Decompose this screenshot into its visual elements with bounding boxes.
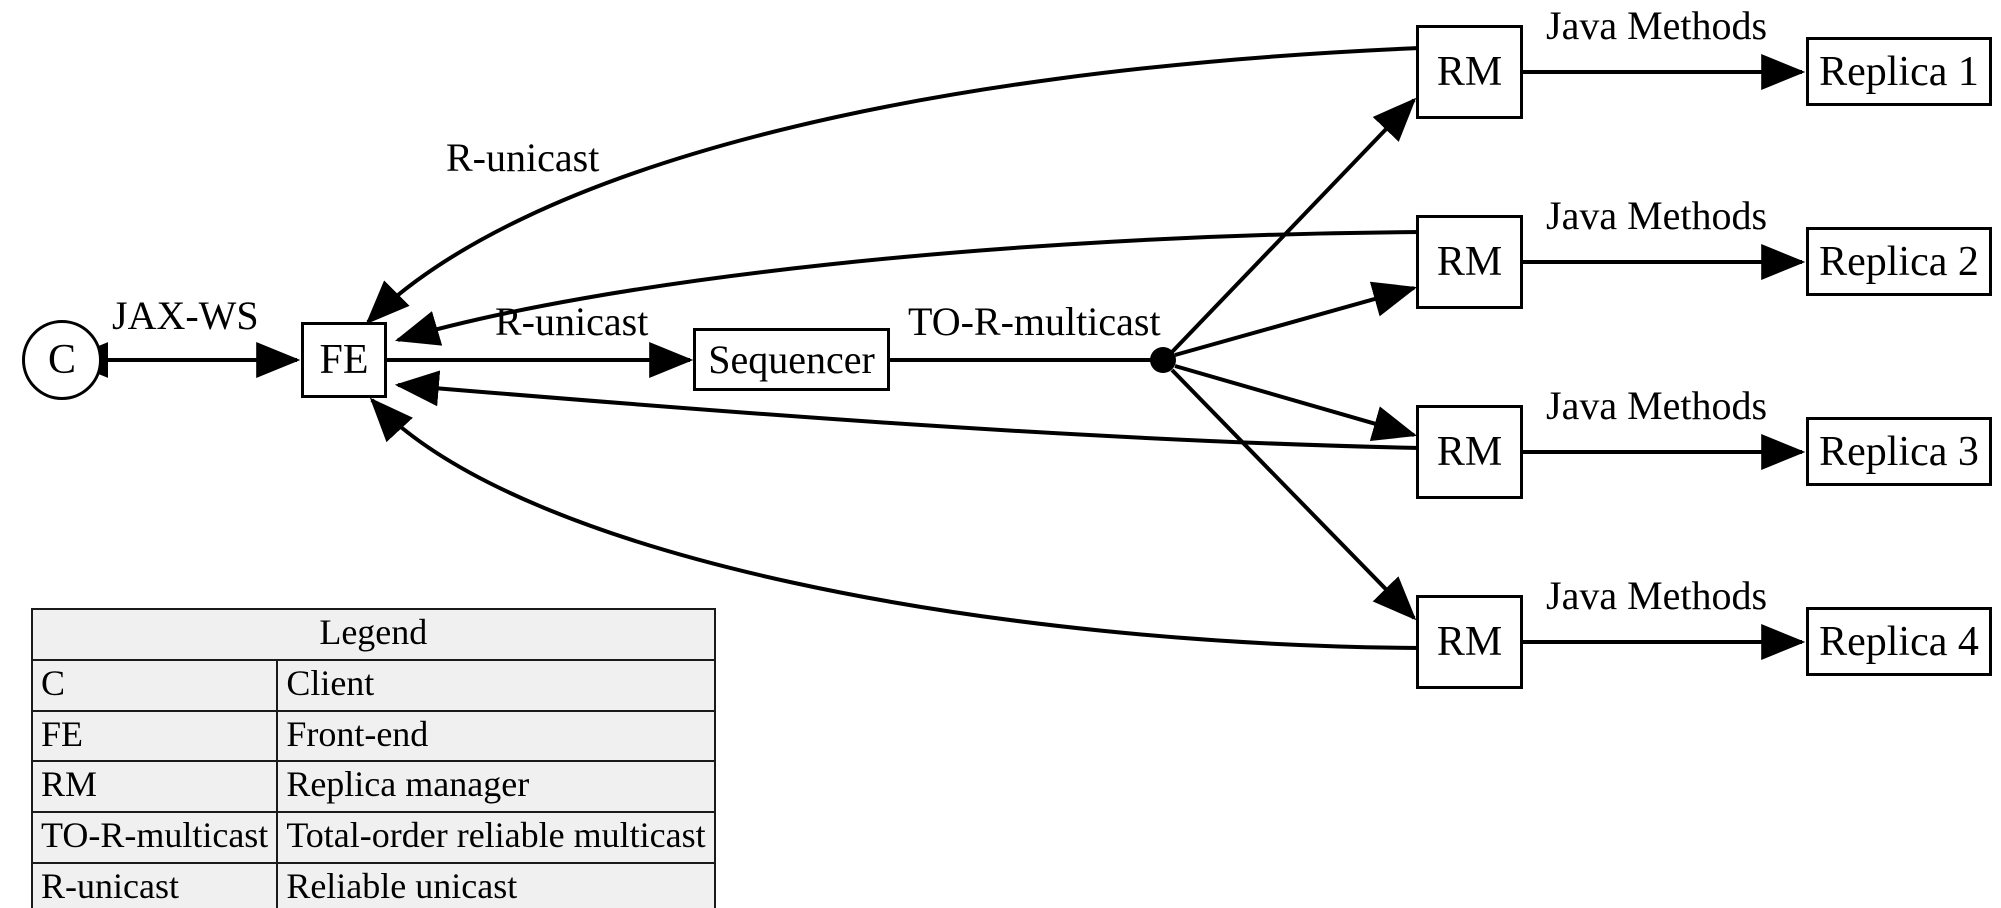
legend-key: C bbox=[30, 658, 279, 712]
replica-manager-1[interactable]: RM bbox=[1416, 25, 1523, 119]
replica-manager-3-label: RM bbox=[1436, 429, 1503, 475]
legend-value: Total-order reliable multicast bbox=[276, 811, 716, 864]
edge-junction-rm-3 bbox=[1174, 364, 1418, 441]
legend-value: Front-end bbox=[276, 709, 716, 763]
legend-value: Client bbox=[276, 658, 716, 712]
frontend-node-label: FE bbox=[319, 337, 369, 383]
legend-title: Legend bbox=[31, 608, 716, 661]
replica-2[interactable]: Replica 2 bbox=[1806, 227, 1992, 296]
edge-junction-rm-2 bbox=[1174, 281, 1418, 357]
edge-label-java-methods-4: Java Methods bbox=[1546, 573, 1768, 618]
replica-3[interactable]: Replica 3 bbox=[1806, 417, 1992, 486]
replica-1[interactable]: Replica 1 bbox=[1806, 37, 1992, 106]
edge-label-java-methods-1: Java Methods bbox=[1546, 3, 1768, 48]
edge-label-r-unicast-top: R-unicast bbox=[446, 135, 600, 180]
sequencer-node-label: Sequencer bbox=[708, 336, 875, 382]
sequencer-node[interactable]: Sequencer bbox=[693, 328, 890, 391]
edge-junction-rm-1 bbox=[1170, 97, 1417, 354]
replica-manager-2[interactable]: RM bbox=[1416, 215, 1523, 309]
frontend-node[interactable]: FE bbox=[301, 322, 387, 398]
legend-row: FE Front-end bbox=[30, 709, 716, 763]
legend-row: RM Replica manager bbox=[30, 760, 716, 814]
edge-label-jax-ws: JAX-WS bbox=[112, 293, 259, 338]
replica-4[interactable]: Replica 4 bbox=[1806, 607, 1992, 676]
client-node[interactable]: C bbox=[22, 320, 102, 400]
replica-1-label: Replica 1 bbox=[1819, 48, 1979, 95]
legend-row: R-unicast Reliable unicast bbox=[30, 861, 716, 908]
replica-manager-4-label: RM bbox=[1436, 619, 1503, 665]
legend-key: RM bbox=[30, 760, 279, 814]
edge-label-to-r-multicast: TO-R-multicast bbox=[908, 299, 1161, 344]
legend-key: R-unicast bbox=[30, 861, 279, 908]
client-node-label: C bbox=[47, 337, 76, 383]
edge-rm1-frontend-runicast bbox=[365, 46, 1421, 325]
legend-key: TO-R-multicast bbox=[30, 811, 279, 864]
replica-4-label: Replica 4 bbox=[1819, 618, 1979, 665]
legend-row: TO-R-multicast Total-order reliable mult… bbox=[30, 811, 716, 864]
legend-table: Legend C Client FE Front-end RM Replica … bbox=[30, 608, 716, 908]
replica-2-label: Replica 2 bbox=[1819, 238, 1979, 285]
replica-manager-3[interactable]: RM bbox=[1416, 405, 1523, 499]
edge-rm4-frontend-runicast bbox=[369, 397, 1421, 650]
edge-junction-rm-4 bbox=[1170, 368, 1417, 621]
edge-label-java-methods-3: Java Methods bbox=[1546, 383, 1768, 428]
multicast-junction-dot bbox=[1150, 347, 1176, 373]
replica-manager-2-label: RM bbox=[1436, 239, 1503, 285]
legend-key: FE bbox=[30, 709, 279, 763]
legend-value: Replica manager bbox=[276, 760, 716, 814]
edge-label-r-unicast-frontend-sequencer: R-unicast bbox=[495, 299, 649, 344]
legend-title-row: Legend bbox=[31, 608, 716, 661]
edge-rm3-frontend-runicast bbox=[394, 370, 1421, 450]
replica-manager-1-label: RM bbox=[1436, 49, 1503, 95]
legend-value: Reliable unicast bbox=[276, 861, 716, 908]
edge-rm2-frontend-runicast bbox=[394, 230, 1421, 346]
edge-label-java-methods-2: Java Methods bbox=[1546, 193, 1768, 238]
legend-row: C Client bbox=[30, 658, 716, 712]
replica-manager-4[interactable]: RM bbox=[1416, 595, 1523, 689]
replica-3-label: Replica 3 bbox=[1819, 428, 1979, 475]
